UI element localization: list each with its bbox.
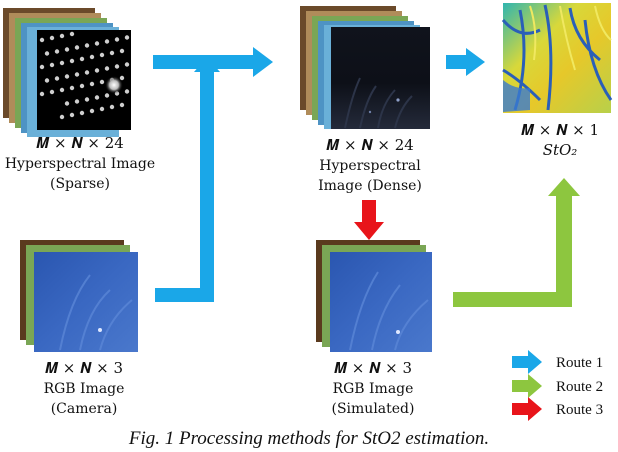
rgb-simulated-image-stack	[316, 240, 432, 352]
sparse-spot	[39, 64, 45, 70]
rgb-camera-sublabel: (Camera)	[51, 401, 118, 417]
sparse-spot	[119, 75, 125, 81]
sparse-spot	[104, 39, 110, 44]
sparse-spot	[79, 56, 85, 62]
sparse-spot	[49, 89, 55, 95]
sparse-spot	[99, 79, 105, 85]
rgb-camera-label: RGB Image	[44, 381, 125, 397]
sparse-spot	[59, 33, 65, 39]
sparse-spot	[59, 114, 65, 120]
sparse-spot	[54, 76, 60, 81]
sparse-spot	[84, 70, 90, 75]
rgb-simulated-sublabel: (Simulated)	[332, 401, 415, 417]
legend-label-route3: Route 3	[556, 402, 603, 418]
sparse-spot	[64, 101, 70, 106]
rgb-camera-image-stack	[20, 240, 138, 352]
sparse-spot	[119, 102, 125, 108]
sparse-spot	[89, 108, 95, 114]
route1-arrows	[153, 47, 485, 302]
sto2-label: 𝑆𝑡𝑂₂	[543, 141, 578, 159]
sparse-spot	[89, 54, 95, 60]
legend-label-route1: Route 1	[556, 355, 603, 371]
sparse-spot	[39, 91, 45, 97]
sparse-spot-pattern	[39, 31, 130, 120]
sparse-spot	[114, 37, 120, 42]
sparse-spot	[69, 85, 75, 91]
sparse-spot	[119, 48, 125, 54]
sparse-spot	[44, 51, 50, 56]
rgb-simulated-label: RGB Image	[333, 381, 414, 397]
hsi-dense-dims: 𝑴 × 𝑵 × 24	[326, 136, 414, 154]
right-arrow-icon	[512, 374, 542, 398]
sparse-spot	[69, 58, 75, 64]
sto2-map-image	[501, 3, 613, 113]
sparse-spot	[59, 60, 65, 66]
legend-item-route2: Route 2	[512, 374, 603, 398]
sparse-spot	[99, 106, 105, 112]
route2-simulated-to-sto2-arrow	[453, 178, 580, 307]
right-arrow-icon	[512, 350, 542, 374]
right-arrow-icon	[512, 397, 542, 421]
sparse-spot	[69, 112, 75, 118]
hsi-sparse-label: Hyperspectral Image	[5, 156, 155, 172]
route3-dense-to-simulated-arrow	[354, 200, 384, 240]
sparse-spot	[94, 68, 100, 73]
sparse-spot	[39, 37, 45, 43]
sparse-spot	[84, 43, 90, 48]
legend-item-route1: Route 1	[512, 350, 603, 374]
hsi-sparse-sublabel: (Sparse)	[50, 176, 110, 192]
hsi-dense-sublabel: Image (Dense)	[318, 178, 422, 194]
sparse-spot	[44, 78, 50, 83]
sparse-spot	[124, 35, 130, 40]
sto2-dims: 𝑴 × 𝑵 × 1	[521, 121, 599, 139]
hsi-dense-image-stack	[300, 6, 430, 129]
route1-sparse-to-dense-arrow	[153, 47, 273, 77]
rgb-simulated-dims: 𝑴 × 𝑵 × 3	[334, 359, 412, 377]
sparse-spot	[124, 62, 130, 67]
legend-item-route3: Route 3	[512, 397, 603, 421]
rgb-camera-dims: 𝑴 × 𝑵 × 3	[45, 359, 123, 377]
sparse-spot	[109, 104, 115, 110]
sparse-spot	[79, 83, 85, 89]
sparse-spot	[74, 45, 80, 50]
legend-label-route2: Route 2	[556, 379, 603, 395]
hsi-dense-label: Hyperspectral	[319, 158, 421, 174]
sparse-spot	[64, 47, 70, 52]
sparse-spot	[64, 74, 70, 79]
sparse-spot	[74, 72, 80, 77]
sparse-spot	[94, 41, 100, 46]
figure-caption: Fig. 1 Processing methods for StO2 estim…	[128, 428, 489, 449]
sparse-spot	[79, 110, 85, 116]
sparse-spot	[89, 81, 95, 87]
sparse-spot	[69, 31, 75, 37]
sparse-spot	[59, 87, 65, 93]
hsi-sparse-image-stack	[3, 8, 131, 137]
sparse-spot	[49, 35, 55, 41]
legend: Route 1 Route 2 Route 3	[512, 350, 603, 421]
sparse-spot	[124, 89, 130, 94]
sparse-spot	[104, 93, 110, 98]
route1-camera-connector-arrow	[155, 57, 220, 302]
sparse-spot	[114, 64, 120, 69]
sparse-spot	[94, 95, 100, 100]
sparse-spot	[99, 52, 105, 58]
sparse-spot	[109, 50, 115, 56]
hsi-sparse-dims: 𝑴 × 𝑵 × 24	[36, 134, 124, 152]
sparse-spot	[104, 66, 110, 71]
sparse-spot	[74, 99, 80, 104]
route1-dense-to-sto2-arrow	[446, 48, 485, 76]
sparse-spot	[84, 97, 90, 102]
sparse-spot	[49, 62, 55, 68]
sparse-spot	[54, 49, 60, 54]
